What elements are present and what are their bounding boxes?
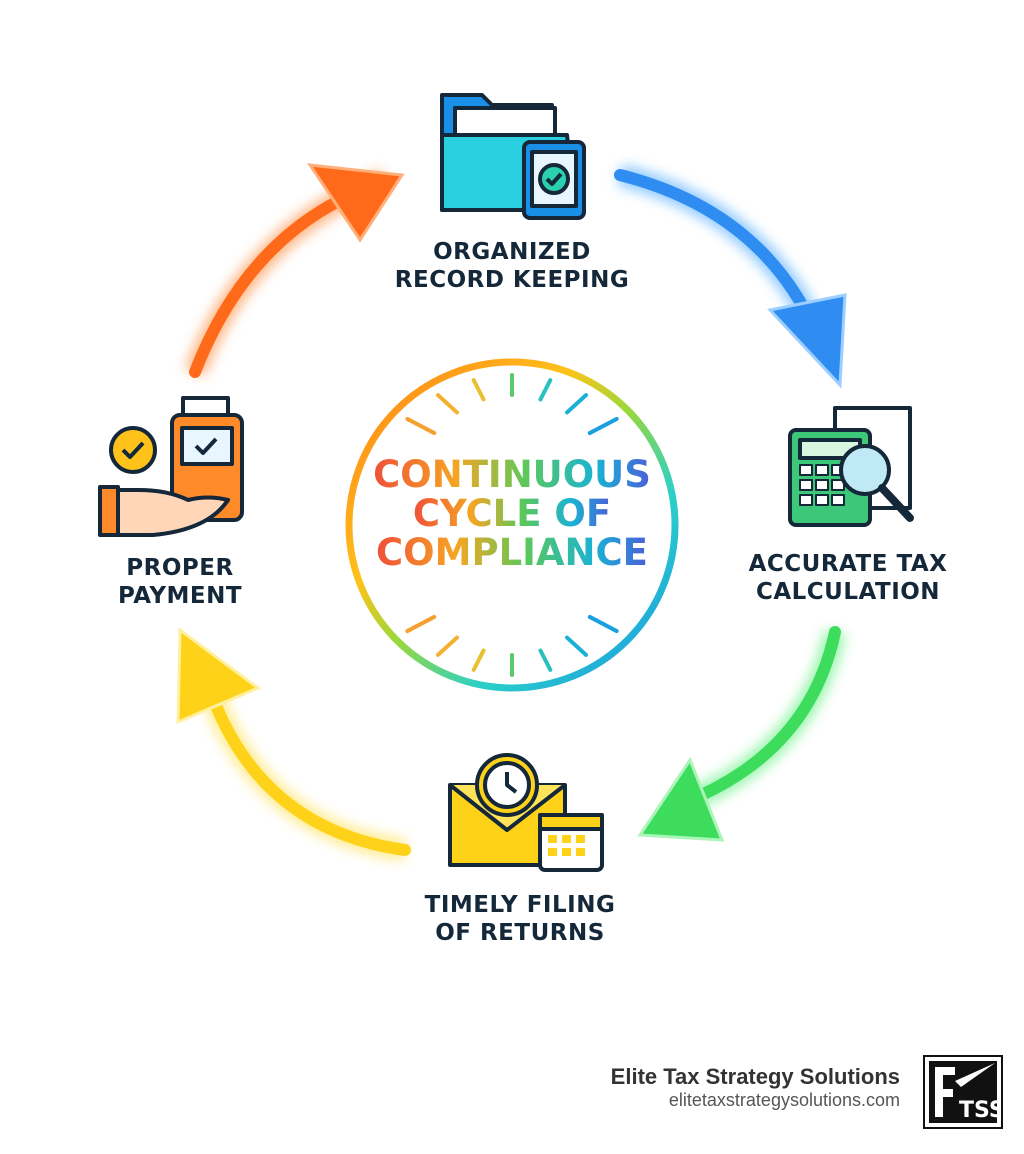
brand-name: Elite Tax Strategy Solutions [610, 1064, 900, 1089]
arrow-orange [184, 163, 405, 378]
center-ray [405, 614, 437, 634]
step-label-line: OF RETURNS [435, 920, 605, 946]
center-ray [436, 393, 459, 415]
center-ring [345, 358, 679, 692]
step-proper-payment: PROPER PAYMENT [30, 554, 330, 610]
center-ray [538, 378, 553, 402]
step-label-line: ACCURATE TAX [748, 551, 948, 577]
center-ray [436, 635, 459, 657]
arrow-green [637, 626, 846, 842]
step-accurate-tax-calculation: ACCURATE TAX CALCULATION [698, 550, 998, 606]
step-label-line: PAYMENT [117, 583, 243, 609]
step-label-line: CALCULATION [755, 579, 941, 605]
center-title-line-2: CYCLE OF [413, 492, 611, 535]
calculator-magnifier-icon [788, 406, 914, 527]
center-ray [587, 416, 619, 436]
center-ray [405, 416, 437, 436]
step-label-line: ORGANIZED [433, 239, 591, 265]
center-title-line-3: COMPLIANCE [376, 531, 648, 574]
center-title-line-1: CONTINUOUS [373, 453, 651, 496]
brand-logo: TSS [923, 1055, 1005, 1129]
center-ray [587, 614, 619, 634]
step-label-line: PROPER [126, 555, 234, 581]
center-ray [471, 648, 486, 672]
brand-url: elitetaxstrategysolutions.com [668, 1090, 900, 1110]
step-label-line: TIMELY FILING [424, 892, 616, 918]
arrow-blue [614, 164, 847, 389]
svg-text:TSS: TSS [959, 1098, 1001, 1123]
step-organized-record-keeping: ORGANIZED RECORD KEEPING [362, 238, 662, 294]
center-ray [471, 378, 486, 402]
center-rays [405, 373, 619, 677]
hand-payment-terminal-icon [98, 396, 244, 537]
envelope-clock-calendar-icon [448, 753, 604, 872]
footer-brand: Elite Tax Strategy Solutions elitetaxstr… [611, 1064, 900, 1111]
step-label-line: RECORD KEEPING [394, 267, 630, 293]
step-timely-filing: TIMELY FILING OF RETURNS [370, 891, 670, 947]
arrow-yellow [176, 627, 411, 861]
folder-tablet-check-icon [440, 93, 586, 220]
center-ray [565, 393, 588, 415]
center-ray [565, 635, 588, 657]
center-ray [538, 648, 553, 672]
